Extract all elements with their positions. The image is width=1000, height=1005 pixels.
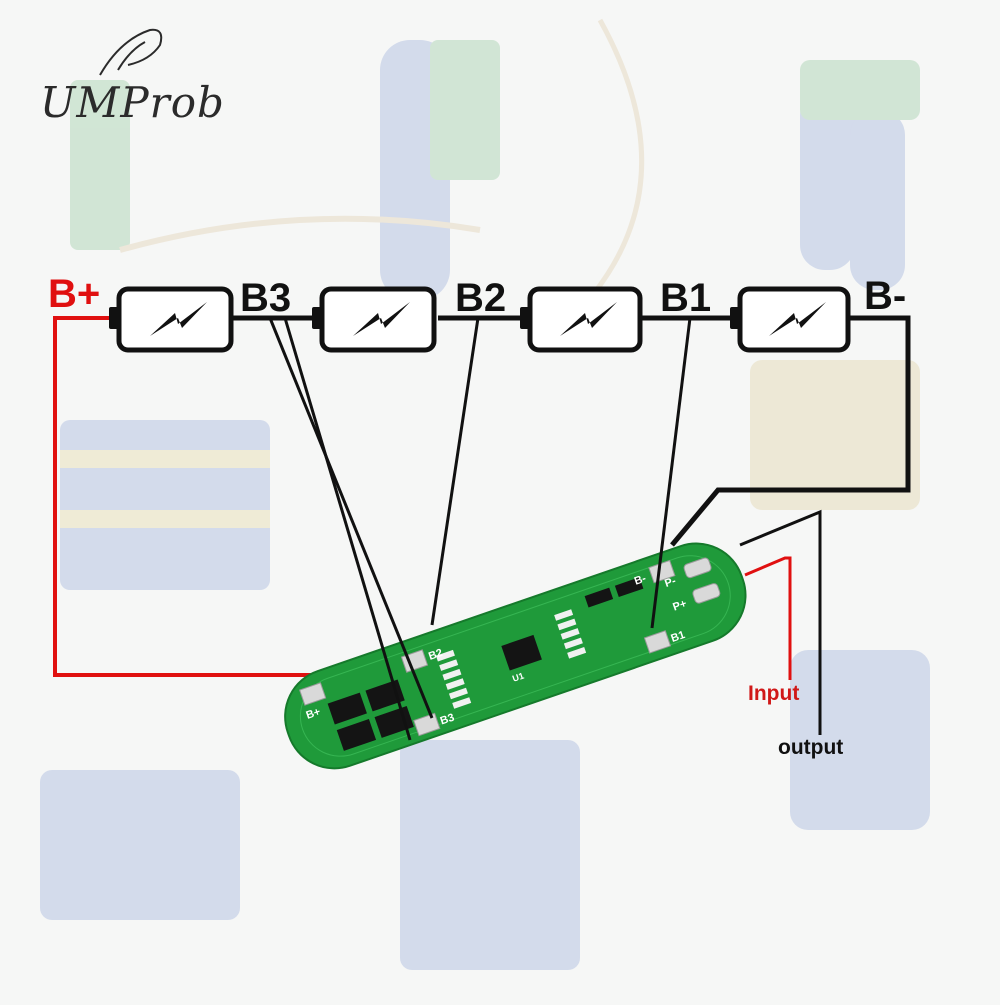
pad-b3	[413, 712, 441, 737]
battery-cell-4	[730, 286, 851, 353]
pad-b1	[643, 630, 672, 654]
battery-cell-3	[520, 286, 643, 353]
output-wire	[739, 509, 822, 735]
pcb-silkscreen: B+ B3 B2 B1 B- P- P+ U1	[305, 572, 689, 728]
b3-wire	[268, 317, 434, 719]
silk-p-plus: P+	[671, 598, 688, 614]
silk-b1: B1	[669, 629, 686, 645]
silk-u1: U1	[511, 671, 525, 684]
balance-wires	[268, 317, 692, 741]
silk-b-minus: B-	[633, 572, 648, 587]
input-wire	[744, 556, 792, 680]
ic-u1	[501, 634, 542, 671]
input-label: Input	[748, 682, 800, 705]
b-plus-wire	[53, 316, 328, 677]
pad-p-plus	[692, 583, 721, 604]
node-label-b-plus: B+	[48, 272, 101, 316]
battery-cells	[109, 286, 851, 353]
silk-b2: B2	[427, 647, 444, 663]
battery-cell-1	[109, 286, 234, 353]
background-photos	[40, 18, 930, 970]
brand-logo: UMProb	[40, 78, 225, 127]
output-label: output	[778, 736, 844, 759]
node-label-b2: B2	[455, 276, 507, 320]
silk-b-plus: B+	[305, 706, 322, 722]
node-label-b1: B1	[660, 276, 712, 320]
node-label-b3: B3	[240, 276, 292, 320]
node-label-b-minus: B-	[864, 274, 907, 318]
pad-b-plus	[299, 682, 327, 706]
mosfet-chips	[327, 679, 414, 751]
battery-cell-2	[312, 286, 437, 353]
b2-wire	[430, 317, 480, 626]
silk-p-minus: P-	[663, 575, 678, 590]
b1-wire	[650, 317, 692, 629]
smd-resistors	[435, 577, 644, 709]
logo-flourish-icon	[99, 28, 163, 76]
series-wire	[230, 315, 911, 547]
pad-p-minus	[683, 557, 712, 579]
b3-wire-2	[283, 317, 412, 741]
silk-b3: B3	[439, 712, 456, 728]
solder-pads	[299, 557, 721, 737]
